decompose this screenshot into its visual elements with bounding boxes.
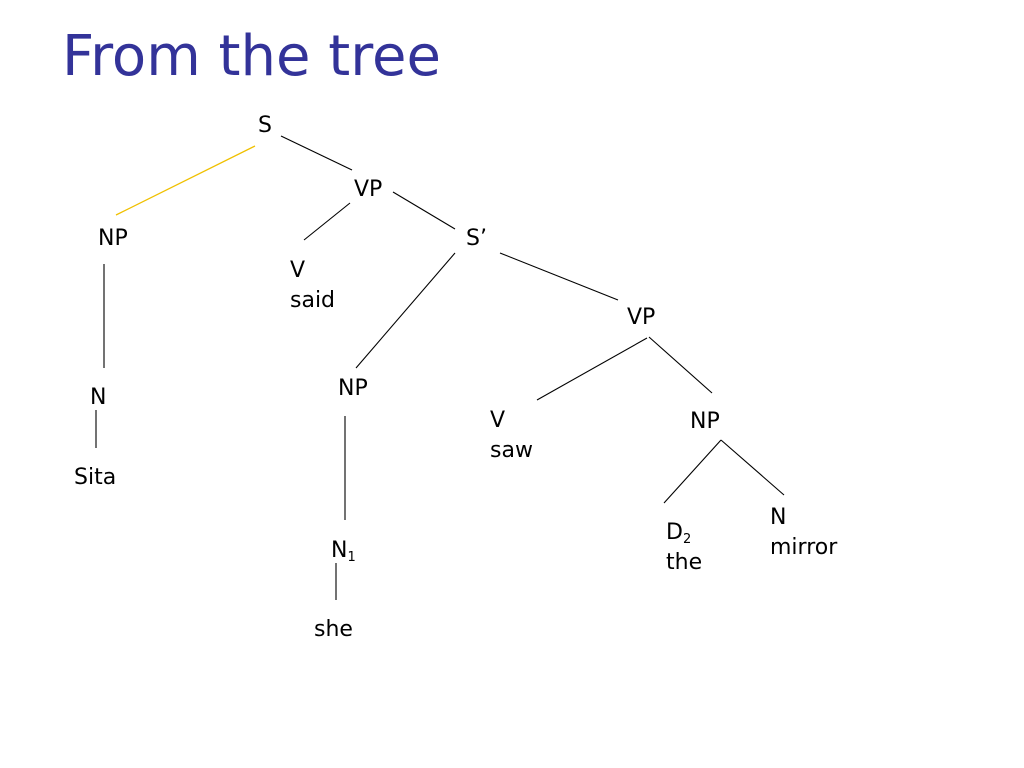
node-v-said: V said xyxy=(290,256,335,316)
v-saw-word: saw xyxy=(490,438,533,463)
n-mirror-category: N xyxy=(770,505,787,530)
v-said-word: said xyxy=(290,288,336,313)
edge-vp-embedded-np-object xyxy=(648,336,713,394)
node-s-prime: S’ xyxy=(466,226,487,251)
n1-index: 1 xyxy=(347,550,356,565)
node-s: S xyxy=(258,113,272,138)
node-np-object: NP xyxy=(690,409,720,434)
n1-category: N xyxy=(331,538,348,563)
d2-index: 2 xyxy=(682,532,692,547)
edge-vp-top-s-prime xyxy=(392,191,456,230)
node-vp-embedded: VP xyxy=(627,305,656,330)
node-n-mirror: N mirror xyxy=(770,503,837,563)
word-sita: Sita xyxy=(74,465,117,490)
node-n-sita: N xyxy=(90,385,107,410)
node-np-subject: NP xyxy=(98,226,128,251)
word-she: she xyxy=(314,617,353,642)
edge-s-np-subject xyxy=(115,145,256,216)
node-np-embedded: NP xyxy=(338,376,368,401)
slide-title: From the tree xyxy=(62,24,441,89)
d2-word: the xyxy=(666,550,703,575)
edge-vp-embedded-v-saw xyxy=(536,337,648,401)
edge-s-prime-np-embedded xyxy=(355,252,456,369)
edge-s-prime-vp-embedded xyxy=(499,252,619,301)
node-d2: D2 the xyxy=(666,518,702,578)
edge-vp-top-v-said xyxy=(303,202,351,241)
v-saw-category: V xyxy=(490,408,506,433)
d2-category: D xyxy=(666,520,683,545)
edge-np-object-d2 xyxy=(663,439,722,504)
v-said-category: V xyxy=(290,258,306,283)
node-n1: N1 xyxy=(331,536,356,566)
edge-s-vp-top xyxy=(280,135,353,171)
node-v-saw: V saw xyxy=(490,406,533,466)
n-mirror-word: mirror xyxy=(770,535,838,560)
node-vp-top: VP xyxy=(354,177,383,202)
edge-np-object-n-mirror xyxy=(720,439,785,496)
